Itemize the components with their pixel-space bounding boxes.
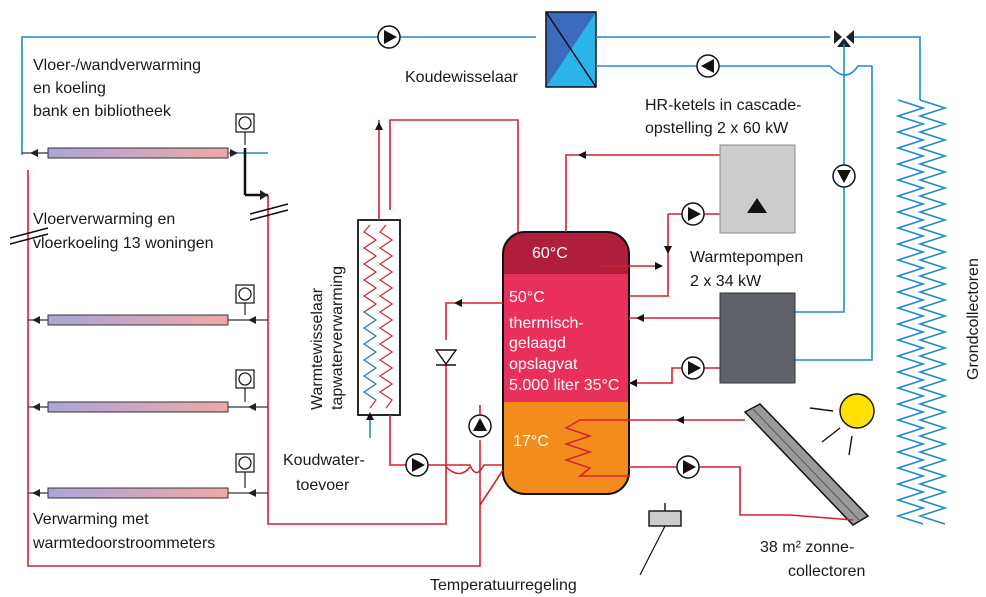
- pump-top-icon: [377, 25, 401, 49]
- tank-desc-line1: thermisch-: [509, 315, 584, 332]
- tank-desc-line3: opslagvat: [509, 356, 578, 373]
- cold-supply-pipe: [21, 36, 536, 155]
- pump-cold-return-icon: [696, 54, 720, 78]
- label-tap-exchanger-2: tapwaterverwarming: [329, 266, 346, 410]
- tap-water-exchanger-icon: [357, 219, 401, 416]
- pump-heat-pump-icon: [681, 356, 705, 380]
- three-way-valve-icon: [834, 30, 854, 47]
- sun-icon: [809, 393, 875, 456]
- tap-return-pipe: [389, 415, 505, 474]
- tap-hot-arrow-icon: [375, 122, 383, 130]
- label-solar-2: collectoren: [788, 563, 865, 580]
- check-valve-icon: [434, 349, 458, 366]
- tank-zone-mid: 50°C: [509, 289, 545, 306]
- tank-zone-top: 60°C: [532, 245, 568, 262]
- label-heating-meters-2: warmtedoorstroommeters: [32, 535, 215, 552]
- pipe-break-left-2: [9, 233, 49, 245]
- tank-desc-line2: gelaagd: [509, 335, 566, 352]
- tank-desc-line4: 5.000 liter 35°C: [509, 377, 619, 394]
- label-heat-pumps-2: 2 x 34 kW: [690, 273, 762, 290]
- heating-supply-from-tank: [445, 302, 503, 340]
- ground-loop-supply: [854, 36, 921, 100]
- boiler-return-pipe: [565, 154, 720, 232]
- tank-top-arrow-icon: [655, 262, 663, 270]
- pipe-crossover: [445, 466, 471, 475]
- heat-pump-unit: [719, 292, 796, 384]
- pump-tap-return-icon: [405, 453, 429, 477]
- label-cold-water-1: Koudwater-: [283, 452, 365, 469]
- radiator-3: [28, 369, 268, 413]
- valve-mid-icon: [664, 246, 672, 254]
- heat-pump-return-pipe: [795, 65, 873, 361]
- label-floor-heating-2: vloerkoeling 13 woningen: [33, 235, 214, 252]
- label-solar-1: 38 m² zonne-: [760, 539, 854, 556]
- label-cold-exchanger: Koudewisselaar: [405, 69, 519, 86]
- pipe-break-right: [249, 203, 289, 215]
- label-floor-wall-1: Vloer-/wandverwarming: [33, 57, 201, 74]
- pump-boiler-icon: [681, 202, 705, 226]
- label-cold-water-2: toevoer: [296, 477, 350, 494]
- solar-return-arrow-icon: [676, 416, 684, 424]
- pump-vertical-right-icon: [832, 164, 856, 188]
- radiator-4: [28, 453, 268, 499]
- heat-pump-supply-pipe: [795, 44, 845, 313]
- pipe-break-right-2: [249, 209, 289, 221]
- ground-collectors-label: Grondcollectoren: [965, 258, 982, 380]
- label-floor-wall-3: bank en bibliotheek: [33, 103, 172, 120]
- solar-supply-pipe: [629, 466, 790, 516]
- label-heating-meters-1: Verwarming met: [33, 511, 149, 528]
- radiator-2: [28, 284, 268, 326]
- tank-zone-bottom: 17°C: [513, 433, 549, 450]
- label-heat-pumps-1: Warmtepompen: [690, 249, 803, 266]
- label-floor-wall-2: en koeling: [33, 80, 106, 97]
- tank-bottom-link: [479, 469, 504, 506]
- flame-icon: [747, 198, 767, 213]
- pump-solar-icon: [676, 455, 700, 479]
- cold-exchanger-icon: [545, 11, 597, 88]
- solar-collector-link: [789, 514, 854, 521]
- pump-heating-return-icon: [468, 414, 492, 438]
- supply-pipe-left: [267, 195, 447, 525]
- heat-pump-return-arrow-icon: [629, 379, 637, 387]
- label-tap-exchanger-1: Warmtewisselaar: [309, 287, 326, 410]
- label-floor-heating-1: Vloerverwarming en: [33, 211, 175, 228]
- label-boilers-1: HR-ketels in cascade-: [645, 97, 802, 114]
- label-boilers-2: opstelling 2 x 60 kW: [645, 120, 789, 137]
- heating-supply-arrow-icon: [454, 299, 462, 307]
- heat-pump-out-arrow-icon: [636, 314, 644, 322]
- cold-water-arrow-icon: [366, 412, 374, 420]
- label-temp-control: Temperatuurregeling: [430, 577, 577, 594]
- radiator-floor-wall: [22, 113, 268, 200]
- heat-pump-return-red: [629, 367, 720, 384]
- storage-tank: [502, 231, 630, 495]
- pipe-break-left: [9, 227, 49, 239]
- tap-hot-supply-pipe: [389, 119, 519, 232]
- boiler-unit: [719, 144, 796, 234]
- heat-pump-feed-pipe: [629, 214, 669, 297]
- temperature-controller-icon: [639, 503, 682, 576]
- ground-collector-icon: [895, 99, 948, 525]
- boiler-arrow-icon: [578, 151, 586, 159]
- return-pipe-left: [27, 170, 481, 567]
- solar-collector-icon: [743, 403, 870, 526]
